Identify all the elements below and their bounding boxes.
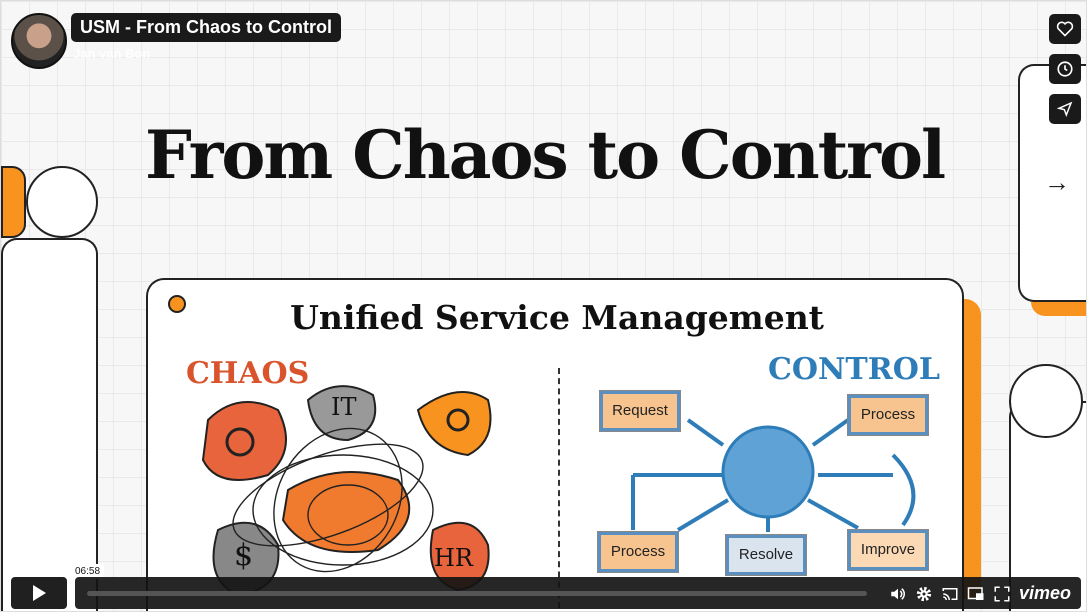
deco-circle-left: [26, 166, 98, 238]
time-tooltip: 06:58: [71, 564, 105, 579]
control-box-process-bottom: Process: [597, 531, 679, 573]
chaos-blob-money: $: [234, 538, 254, 573]
control-diagram: [631, 418, 916, 532]
usm-card: Unified Service Management CHAOS CONTROL…: [146, 278, 964, 611]
deco-orange-left: [1, 166, 26, 238]
author-avatar[interactable]: [11, 13, 67, 69]
play-button[interactable]: [11, 577, 67, 609]
cast-icon[interactable]: [941, 585, 959, 603]
control-bar: vimeo: [75, 577, 1081, 609]
arrow-right-icon: →: [1044, 167, 1070, 197]
control-box-improve: Improve: [847, 529, 929, 571]
card-title: Unified Service Management: [290, 298, 824, 337]
slide-title: From Chaos to Control: [144, 116, 946, 194]
control-icons: vimeo: [889, 583, 1071, 604]
chaos-blob-hr: HR: [434, 544, 473, 572]
control-box-request: Request: [599, 390, 681, 432]
chaos-blob-it: IT: [331, 393, 357, 421]
picture-in-picture-icon[interactable]: [967, 585, 985, 603]
vimeo-logo[interactable]: vimeo: [1018, 583, 1071, 603]
control-label: CONTROL: [768, 352, 940, 387]
video-title[interactable]: USM - From Chaos to Control: [71, 13, 341, 42]
clock-icon: [1057, 61, 1073, 77]
send-icon: [1057, 101, 1073, 117]
chaos-label: CHAOS: [186, 356, 310, 391]
dashed-divider: [558, 368, 560, 608]
chaos-illustration: [201, 385, 492, 597]
play-icon: [33, 585, 46, 601]
fullscreen-icon[interactable]: [993, 585, 1011, 603]
orange-dot: [168, 295, 186, 313]
volume-icon[interactable]: [889, 585, 907, 603]
like-button[interactable]: [1049, 14, 1081, 44]
author-name[interactable]: Jan van Bon: [73, 46, 151, 61]
progress-bar[interactable]: [87, 591, 867, 596]
heart-icon: [1056, 21, 1074, 37]
deco-circle-right: [1009, 364, 1083, 438]
control-box-process-top: Process: [847, 394, 929, 436]
settings-gear-icon[interactable]: [915, 585, 933, 603]
control-box-resolve: Resolve: [725, 534, 807, 576]
watch-later-button[interactable]: [1049, 54, 1081, 84]
deco-rect-left: [1, 238, 98, 611]
share-button[interactable]: [1049, 94, 1081, 124]
